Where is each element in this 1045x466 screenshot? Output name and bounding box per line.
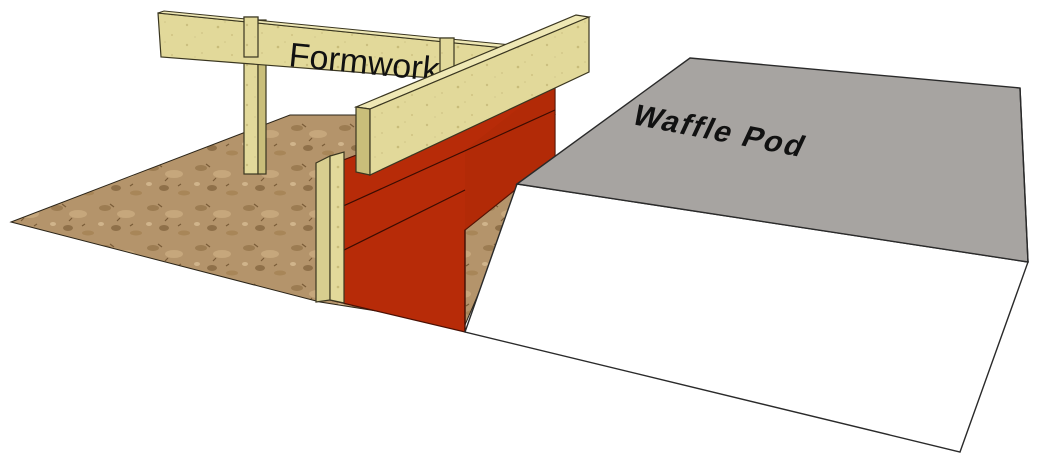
vertical-timber-cleat [315, 155, 331, 303]
formwork-stake-left-side [257, 19, 267, 175]
vertical-timber-cleat-face [329, 151, 345, 304]
formwork-panel-shade [465, 80, 555, 230]
stake-left-front [243, 16, 259, 58]
panel-joint-line [329, 189, 466, 258]
front-timber-board-face [369, 16, 590, 176]
front-timber-board [355, 106, 371, 176]
pod-back-edge [1019, 87, 1029, 263]
panel-joint-line [329, 109, 556, 213]
